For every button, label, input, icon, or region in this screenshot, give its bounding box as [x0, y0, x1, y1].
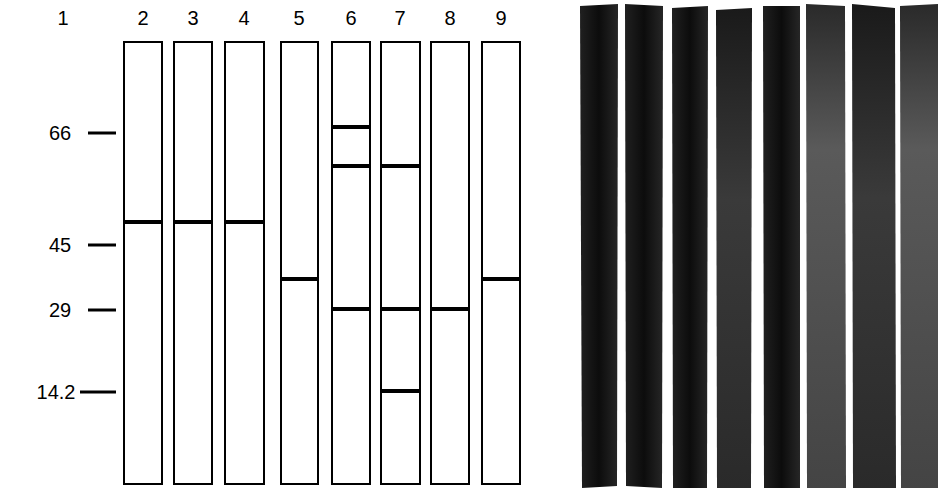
lane-number: 7 — [394, 8, 405, 28]
lane-number: 9 — [495, 8, 506, 28]
protein-bands — [124, 127, 520, 391]
lane-number: 1 — [57, 8, 68, 28]
marker-size: 66 — [49, 123, 71, 143]
lane-number: 8 — [444, 8, 455, 28]
marker-size: 29 — [49, 300, 71, 320]
lane-number: 5 — [293, 8, 304, 28]
marker-size: 45 — [49, 235, 71, 255]
lane-number: 6 — [345, 8, 356, 28]
lane-number: 3 — [187, 8, 198, 28]
lane-number: 4 — [238, 8, 249, 28]
marker-size: 14.2 — [37, 382, 76, 402]
lane-outlines — [124, 42, 520, 484]
blot-photo-strips — [580, 4, 938, 488]
lane-number: 2 — [137, 8, 148, 28]
marker-ticks — [80, 133, 116, 392]
